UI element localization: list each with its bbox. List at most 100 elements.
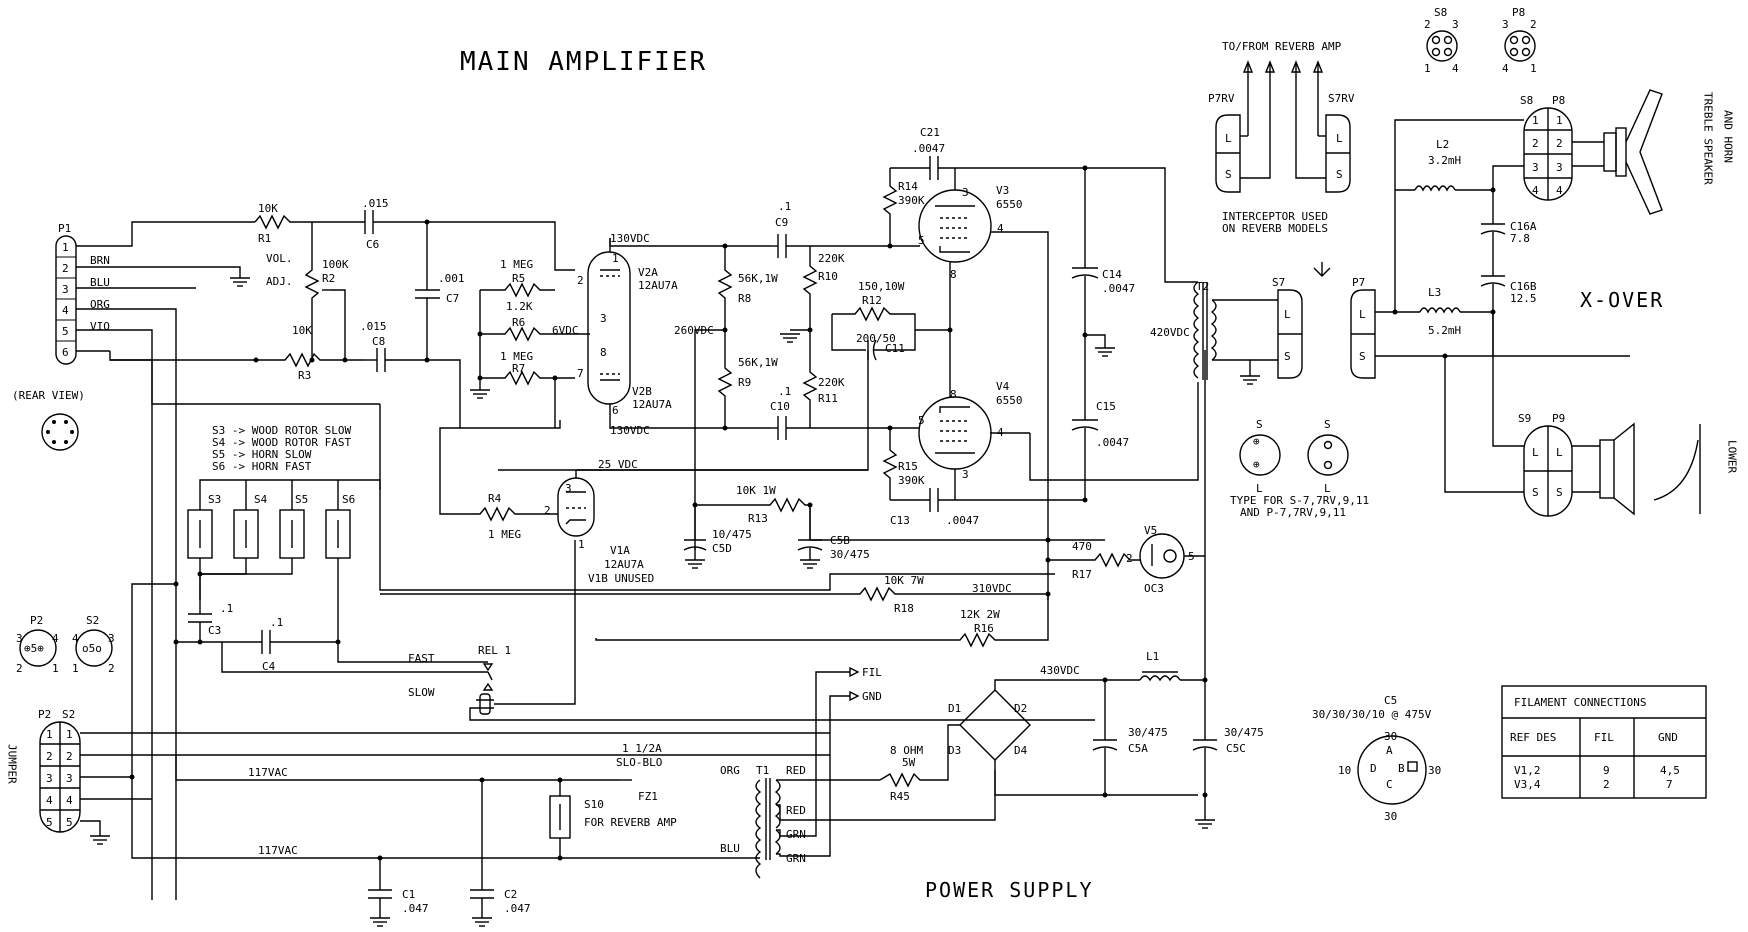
svg-text:C10: C10 (770, 400, 790, 413)
svg-text:P1: P1 (58, 222, 71, 235)
s9p9-connector: S9 P9 L L S S (1518, 412, 1573, 517)
svg-text:V3,4: V3,4 (1514, 778, 1541, 791)
svg-text:C5D: C5D (712, 542, 732, 555)
rear-view-socket (41, 413, 79, 451)
svg-text:12.5: 12.5 (1510, 292, 1537, 305)
horn-speaker (1572, 89, 1663, 215)
svg-text:VOL.: VOL. (266, 252, 293, 265)
svg-text:150,10W: 150,10W (858, 280, 905, 293)
svg-text:D4: D4 (1014, 744, 1028, 757)
svg-text:1 MEG: 1 MEG (500, 258, 533, 271)
svg-text:GRN: GRN (786, 828, 806, 841)
svg-text:2: 2 (66, 750, 73, 763)
svg-text:56K,1W: 56K,1W (738, 272, 778, 285)
svg-text:P7: P7 (1352, 276, 1365, 289)
svg-text:FOR REVERB AMP: FOR REVERB AMP (584, 816, 677, 829)
svg-text:D: D (1370, 762, 1377, 775)
svg-text:L: L (1359, 308, 1366, 321)
r8-resistor: 56K,1W R8 (717, 246, 778, 330)
svg-text:B: B (1398, 762, 1405, 775)
svg-text:C5: C5 (1384, 694, 1397, 707)
v6-label: 6VDC (552, 324, 579, 337)
svg-text:P2: P2 (38, 708, 51, 721)
svg-text:10K 7W: 10K 7W (884, 574, 924, 587)
svg-text:V2A: V2A (638, 266, 658, 279)
v310-label: 310VDC (972, 582, 1012, 595)
svg-text:ORG: ORG (90, 298, 110, 311)
c6-capacitor: .015 C6 (362, 197, 575, 271)
svg-text:o5o: o5o (82, 642, 102, 655)
socket-pinout-s: S ⊕⊕ L (1239, 418, 1281, 495)
svg-text:2: 2 (577, 274, 584, 287)
v2-preamp-tube: 12 38 76 V2A 12AU7A V2B 12AU7A (577, 238, 678, 420)
r16-resistor: 12K 2W R16 (595, 594, 1049, 648)
p1-connector: P1 1 2 3 4 5 6 BRN BLU ORG VIO (55, 222, 110, 365)
c16a-capacitor: C16A 7.8 (1480, 190, 1537, 270)
svg-text:S: S (1359, 350, 1366, 363)
svg-text:S3 -> WOOD ROTOR SLOW: S3 -> WOOD ROTOR SLOW (212, 424, 351, 437)
svg-text:1: 1 (46, 728, 53, 741)
svg-text:7: 7 (577, 367, 584, 380)
svg-text:5: 5 (62, 325, 69, 338)
svg-text:R3: R3 (298, 369, 311, 382)
c7-capacitor: .001 C7 (415, 222, 465, 360)
r9-resistor: 56K,1W R9 (717, 330, 778, 428)
svg-text:220K: 220K (818, 252, 845, 265)
svg-text:30: 30 (1384, 810, 1397, 823)
svg-text:4: 4 (1532, 184, 1539, 197)
v420-label: 420VDC (1150, 326, 1190, 339)
svg-text:2: 2 (62, 262, 69, 275)
r14-resistor: R14 390K (882, 168, 925, 246)
svg-text:V3: V3 (996, 184, 1009, 197)
svg-text:C16B: C16B (1510, 280, 1537, 293)
svg-text:L2: L2 (1436, 138, 1449, 151)
svg-text:R18: R18 (894, 602, 914, 615)
svg-text:S2: S2 (86, 614, 99, 627)
svg-text:3: 3 (962, 468, 969, 481)
c10-capacitor: .1 C10 (770, 385, 810, 440)
svg-text:R2: R2 (322, 272, 335, 285)
svg-text:S: S (1256, 418, 1263, 431)
svg-text:8: 8 (950, 388, 957, 401)
r7-resistor: 1 MEG R7 (480, 350, 575, 386)
svg-text:6: 6 (62, 346, 69, 359)
svg-text:S: S (1324, 418, 1331, 431)
c1-capacitor: C1 .047 (368, 858, 429, 918)
svg-text:.015: .015 (360, 320, 387, 333)
svg-text:.1: .1 (778, 385, 791, 398)
svg-text:L3: L3 (1428, 286, 1441, 299)
switch-s3: S3 (187, 490, 221, 600)
svg-text:FZ1: FZ1 (638, 790, 658, 803)
svg-text:S: S (1532, 486, 1539, 499)
svg-text:5.2mH: 5.2mH (1428, 324, 1461, 337)
lower-label: LOWER (1726, 440, 1739, 473)
svg-text:.047: .047 (504, 902, 531, 915)
svg-text:2: 2 (16, 662, 23, 675)
svg-text:12AU7A: 12AU7A (638, 279, 678, 292)
svg-text:6550: 6550 (996, 394, 1023, 407)
s10-switch: S10 FOR REVERB AMP (549, 780, 677, 858)
svg-text:6550: 6550 (996, 198, 1023, 211)
svg-text:L: L (1532, 446, 1539, 459)
svg-text:.0047: .0047 (1102, 282, 1135, 295)
svg-text:SLOW: SLOW (408, 686, 435, 699)
svg-text:100K: 100K (322, 258, 349, 271)
c5a-capacitor: 30/475 C5A (1092, 680, 1168, 795)
svg-text:R8: R8 (738, 292, 751, 305)
svg-text:1 MEG: 1 MEG (488, 528, 521, 541)
reverb-label: TO/FROM REVERB AMP (1222, 40, 1342, 53)
svg-text:2: 2 (1603, 778, 1610, 791)
r17-resistor: 470 R17 (1048, 540, 1140, 581)
svg-text:C5A: C5A (1128, 742, 1148, 755)
svg-text:12AU7A: 12AU7A (632, 398, 672, 411)
v1a-tube: 321 V1A 12AU7A V1B UNUSED (544, 470, 654, 585)
svg-text:C7: C7 (446, 292, 459, 305)
svg-text:1: 1 (1530, 62, 1537, 75)
svg-text:4: 4 (1556, 184, 1563, 197)
svg-text:4: 4 (1452, 62, 1459, 75)
svg-text:S8: S8 (1520, 94, 1533, 107)
svg-text:4: 4 (1502, 62, 1509, 75)
